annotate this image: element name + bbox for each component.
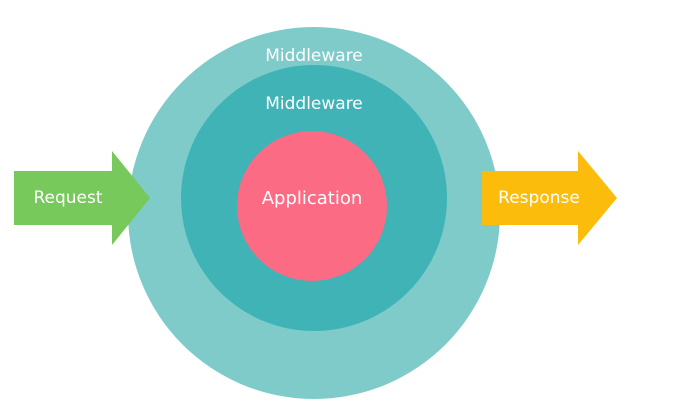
application-circle: [237, 131, 387, 281]
response-label: Response: [498, 188, 580, 208]
outer-middleware-label: Middleware: [265, 46, 363, 66]
application-label: Application: [262, 188, 363, 209]
request-arrow: [14, 151, 150, 245]
response-arrow: [482, 151, 617, 245]
inner-middleware-label: Middleware: [265, 94, 363, 114]
request-label: Request: [33, 188, 102, 208]
